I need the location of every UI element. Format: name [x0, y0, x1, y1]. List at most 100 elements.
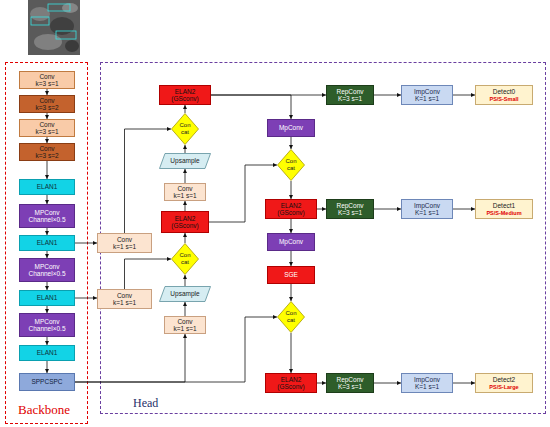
box-label: Channel×0.5	[20, 216, 74, 223]
diamond-shape	[278, 150, 305, 181]
text-stack: Detect1PS/S-Medium	[476, 200, 532, 218]
flow-arrow	[317, 383, 326, 384]
box-label: ELAN2	[266, 202, 316, 209]
upsample-parallelogram: Upsample	[159, 286, 211, 302]
flow-arrow	[185, 233, 186, 243]
conv-box: Convk=1 s=1	[164, 316, 206, 334]
box-label: RepConv	[327, 202, 373, 209]
flow-arrow	[291, 284, 292, 301]
flow-arrow	[47, 337, 48, 345]
text-stack: MPConvChannel×0.5	[20, 205, 74, 227]
sge-box: SGE	[267, 266, 315, 284]
mpconv-box: MpConv	[267, 119, 315, 137]
flow-arrow	[291, 181, 292, 199]
elan-box: ELAN1	[19, 179, 75, 195]
box-label: Conv	[20, 121, 74, 128]
box-label: Conv	[20, 73, 74, 80]
text-stack: Upsample	[159, 286, 211, 302]
flow-arrow	[185, 275, 186, 286]
mpconv-box: MpConv	[267, 233, 315, 251]
box-label: (GSconv)	[160, 95, 210, 102]
class-label: PS/S-Large	[476, 384, 532, 390]
elan-box: ELAN2(GSconv)	[265, 373, 317, 393]
box-label: SPPCSPC	[20, 378, 74, 385]
text-stack: ELAN2(GSconv)	[266, 374, 316, 392]
text-stack: MpConv	[268, 120, 314, 136]
text-stack: MPConvChannel×0.5	[20, 259, 74, 281]
sppcspc-box: SPPCSPC	[19, 373, 75, 391]
box-label: MPConv	[20, 318, 74, 325]
text-stack: RepConvK=3 s=1	[327, 86, 373, 104]
box-label: (GSconv)	[266, 209, 316, 216]
text-stack: ELAN2(GSconv)	[160, 86, 210, 104]
flow-arrow	[453, 95, 475, 96]
box-label: k=3 s=2	[20, 104, 74, 111]
flow-arrow	[374, 95, 401, 96]
flow-arrow	[47, 361, 48, 373]
flow-arrow	[47, 195, 48, 204]
mpconv-box: MPConvChannel×0.5	[19, 258, 75, 282]
box-label: Conv	[165, 185, 205, 192]
box-label: Channel×0.5	[20, 325, 74, 332]
text-stack: ELAN1	[20, 180, 74, 194]
flow-arrow	[75, 334, 185, 382]
detection-box	[48, 4, 70, 11]
box-label: K=3 s=1	[327, 209, 373, 216]
elan-box: ELAN2(GSconv)	[161, 211, 209, 233]
diamond-shape	[278, 302, 305, 333]
conv-box: Convk=3 s=2	[19, 95, 75, 113]
flow-arrow	[47, 89, 48, 95]
flow-arrow	[47, 113, 48, 119]
box-label: k=3 s=1	[20, 80, 74, 87]
text-stack: RepConvK=3 s=1	[327, 374, 373, 392]
flow-arrow	[185, 145, 186, 153]
box-label: ELAN2	[160, 88, 210, 95]
text-stack: Detect0PS/S-Small	[476, 86, 532, 104]
text-stack: SGE	[268, 267, 314, 283]
flow-arrow	[75, 298, 97, 299]
text-stack: ImpConvK=1 s=1	[402, 86, 452, 104]
impconv-box: ImpConvK=1 s=1	[401, 199, 453, 219]
text-stack: RepConvK=3 s=1	[327, 200, 373, 218]
detect-box: Detect1PS/S-Medium	[475, 199, 533, 219]
image-texture	[65, 40, 79, 52]
parallelogram-shape	[160, 154, 211, 169]
group-title: Backbone	[18, 403, 70, 417]
mpconv-box: MPConvChannel×0.5	[19, 313, 75, 337]
elan-box: ELAN2(GSconv)	[159, 85, 211, 105]
flow-arrow	[75, 243, 97, 244]
box-label: ELAN1	[20, 239, 74, 246]
box-label: K=1 s=1	[402, 383, 452, 390]
text-stack: Concat	[277, 301, 305, 333]
flow-arrow	[291, 219, 292, 233]
text-stack: Convk=1 s=1	[98, 290, 151, 308]
detect-box: Detect2PS/S-Large	[475, 373, 533, 393]
flow-arrow	[185, 302, 186, 316]
impconv-box: ImpConvK=1 s=1	[401, 373, 453, 393]
flow-arrow	[211, 95, 291, 119]
head-group: HeadConvk=1 s=1Convk=1 s=1ELAN2(GSconv)R…	[100, 62, 546, 414]
parallelogram-shape	[160, 287, 211, 302]
elan-box: ELAN2(GSconv)	[265, 199, 317, 219]
box-label: k=1 s=1	[165, 192, 205, 199]
backbone-group: BackboneConvk=3 s=1Convk=3 s=2Convk=3 s=…	[5, 62, 88, 424]
box-label: k=1 s=1	[98, 299, 151, 306]
flow-arrow	[291, 333, 292, 373]
text-stack: ImpConvK=1 s=1	[402, 200, 452, 218]
text-stack: ELAN2(GSconv)	[162, 212, 208, 232]
box-label: ELAN2	[162, 215, 208, 222]
box-label: ELAN1	[20, 183, 74, 190]
text-stack: ImpConvK=1 s=1	[402, 374, 452, 392]
text-stack: ELAN1	[20, 346, 74, 360]
flow-arrow	[374, 209, 401, 210]
box-label: Conv	[165, 318, 205, 325]
box-label: Conv	[20, 97, 74, 104]
impconv-box: ImpConvK=1 s=1	[401, 85, 453, 105]
text-stack: ELAN1	[20, 236, 74, 250]
box-label: Conv	[20, 145, 74, 152]
flow-arrow	[453, 209, 475, 210]
box-label: Detect2	[476, 376, 532, 383]
elan-box: ELAN1	[19, 345, 75, 361]
